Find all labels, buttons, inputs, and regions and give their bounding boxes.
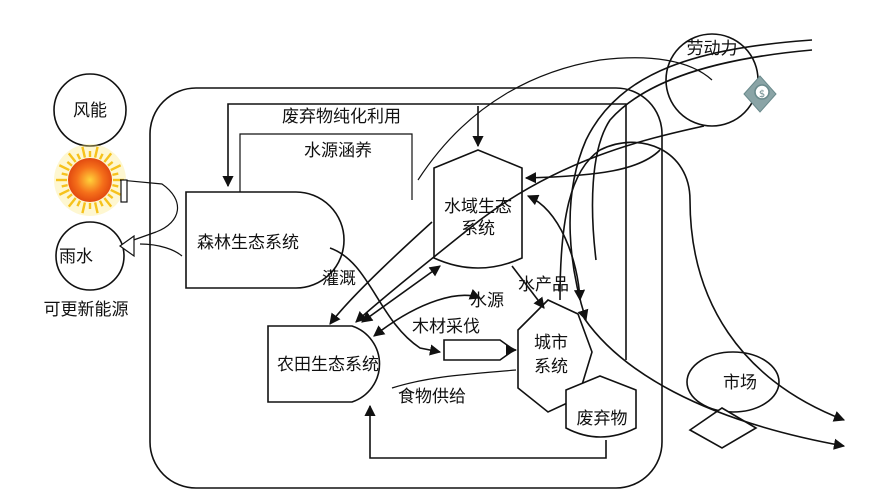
svg-text:$: $ <box>759 89 765 100</box>
sun-ray <box>107 193 114 200</box>
waste-purify-label: 废弃物纯化利用 <box>282 107 401 127</box>
rain-open-arrow <box>118 234 135 258</box>
sun-ray <box>81 146 87 158</box>
city-label-line1: 城市 <box>534 333 568 353</box>
city-node <box>517 299 593 413</box>
water-city-two-way <box>526 194 586 302</box>
farm-label: 农田生态系统 <box>277 355 379 375</box>
irrigation-label: 灌溉 <box>322 269 356 289</box>
labor-to-water <box>524 149 661 184</box>
sun-ray <box>110 188 122 196</box>
water-conserve-flow <box>239 133 413 200</box>
sun-icon <box>54 144 126 216</box>
sun-ray <box>66 160 73 167</box>
sun-ray <box>66 193 73 200</box>
labor-label: 劳动力 <box>687 39 738 59</box>
sun-ray <box>76 153 82 160</box>
sun-ray <box>61 172 68 177</box>
sun-ray <box>67 152 77 163</box>
sun-ray <box>93 146 99 158</box>
sun-ray <box>107 160 114 167</box>
city-to-market-1 <box>559 141 846 422</box>
food-supply-label: 食物供给 <box>398 387 466 407</box>
sun-ray <box>58 188 70 196</box>
system-boundary <box>149 87 663 489</box>
water-conserve-label: 水源涵养 <box>304 141 372 161</box>
city-label-line2: 系统 <box>534 357 568 377</box>
forest-top-curve <box>417 57 713 181</box>
sun-ray <box>58 164 70 172</box>
sun-ray <box>61 183 68 188</box>
sun-to-rain-line <box>119 179 179 243</box>
renewable-energy-label: 可更新能源 <box>44 300 129 320</box>
waste-label: 废弃物 <box>577 409 628 429</box>
rain-label: 雨水 <box>59 247 93 267</box>
waste-purify-flow <box>222 103 627 360</box>
timber-label: 木材采伐 <box>412 317 480 337</box>
sun-ray <box>93 202 99 214</box>
sun-ray <box>103 152 113 163</box>
wind-label: 风能 <box>73 101 107 121</box>
water-label-line2: 系统 <box>461 219 495 239</box>
sun-ray <box>112 172 119 177</box>
wind-node <box>53 73 127 147</box>
forest-node <box>185 191 345 289</box>
food-supply-flow <box>364 404 607 459</box>
water-source-label: 水源 <box>470 291 504 311</box>
sun-ray <box>98 200 104 207</box>
sun-ray <box>112 183 119 188</box>
water-label-line1: 水域生态 <box>444 197 512 217</box>
forest-label: 森林生态系统 <box>197 233 299 253</box>
waste-node <box>565 375 637 438</box>
money-icon: $ <box>743 75 777 113</box>
market-label: 市场 <box>723 373 757 393</box>
farm-node <box>267 325 381 403</box>
labor-to-farm <box>355 125 705 323</box>
labor-inflow-2 <box>591 49 813 261</box>
sun-ray <box>103 197 113 208</box>
timber-arrow-shape <box>443 339 516 361</box>
market-diamond <box>688 407 758 449</box>
sun-ray <box>67 197 77 208</box>
sun-ray <box>81 202 87 214</box>
market-node <box>686 351 780 413</box>
rain-node <box>55 221 125 291</box>
sun-ray <box>98 153 104 160</box>
city-to-market-2 <box>583 317 846 450</box>
sun-ray <box>76 200 82 207</box>
sun-ray <box>110 164 122 172</box>
